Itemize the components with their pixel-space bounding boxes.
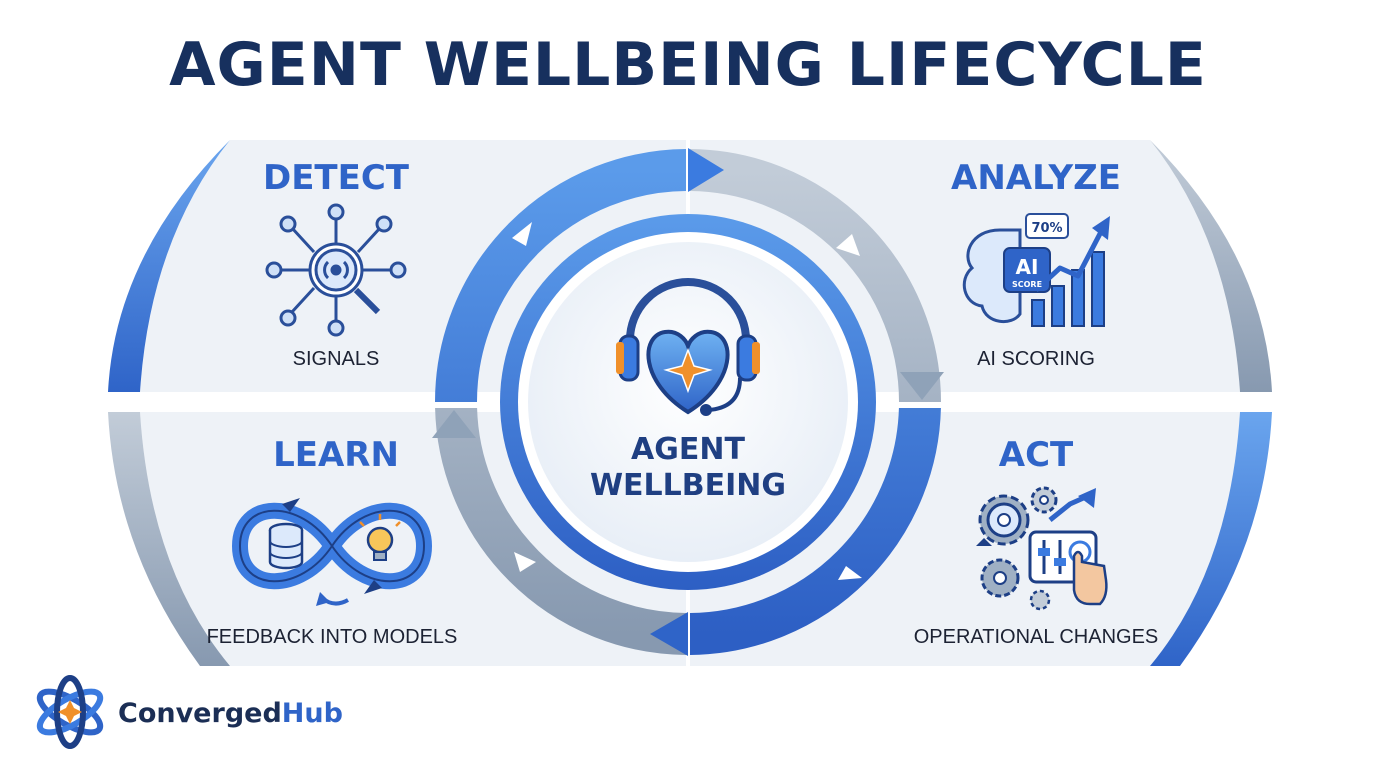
outer-ring: [108, 140, 1272, 666]
center-label: AGENT WELLBEING: [558, 432, 818, 504]
atom-logo-icon: [36, 675, 104, 749]
center-label-line2: WELLBEING: [589, 468, 787, 503]
ai-score-text: SCORE: [1012, 280, 1042, 289]
quadrant-label-learn: FEEDBACK INTO MODELS: [206, 626, 458, 648]
outer-arc-learn: [108, 412, 230, 666]
quadrant-label-act: OPERATIONAL CHANGES: [913, 626, 1159, 648]
quadrant-label-detect: SIGNALS: [292, 348, 380, 370]
gear-large-icon: [978, 494, 1030, 546]
quadrant-title-act: ACT: [998, 435, 1074, 475]
quadrant-label-analyze: AI SCORING: [977, 348, 1095, 370]
gear-small-icon: [1030, 486, 1058, 514]
brand-name: ConvergedHub: [118, 698, 343, 729]
arrowhead-right: [900, 372, 944, 400]
outer-arc-analyze: [1150, 140, 1272, 392]
quadrant-title-learn: LEARN: [273, 435, 399, 475]
brand-name-part2: Hub: [281, 698, 343, 729]
infinity-database-bulb-icon: [231, 498, 433, 606]
page-title: AGENT WELLBEING LIFECYCLE: [169, 30, 1207, 100]
heart-headset-icon: [616, 278, 760, 416]
gears-sliders-hand-icon: [976, 486, 1108, 611]
arrowhead-bottom: [650, 612, 688, 656]
lightbulb-icon: [359, 514, 401, 561]
ai-text: AI: [1016, 255, 1039, 279]
database-icon: [268, 522, 304, 570]
gear-bottom-icon: [980, 558, 1051, 611]
arrowhead-left: [432, 410, 476, 438]
outer-arc-detect: [108, 140, 230, 392]
quadrant-title-analyze: ANALYZE: [951, 158, 1121, 198]
arrowhead-top: [688, 148, 724, 192]
center-label-line1: AGENT: [631, 432, 745, 467]
brand-name-part1: Converged: [118, 698, 282, 729]
ai-percent-text: 70%: [1031, 221, 1062, 236]
quadrant-title-detect: DETECT: [262, 158, 409, 198]
signal-network-icon: [265, 203, 407, 337]
outer-arc-act: [1150, 412, 1272, 666]
inner-cycle-arrows: [432, 148, 944, 656]
ai-brain-chart-icon: 70% AI SCORE: [962, 213, 1110, 327]
